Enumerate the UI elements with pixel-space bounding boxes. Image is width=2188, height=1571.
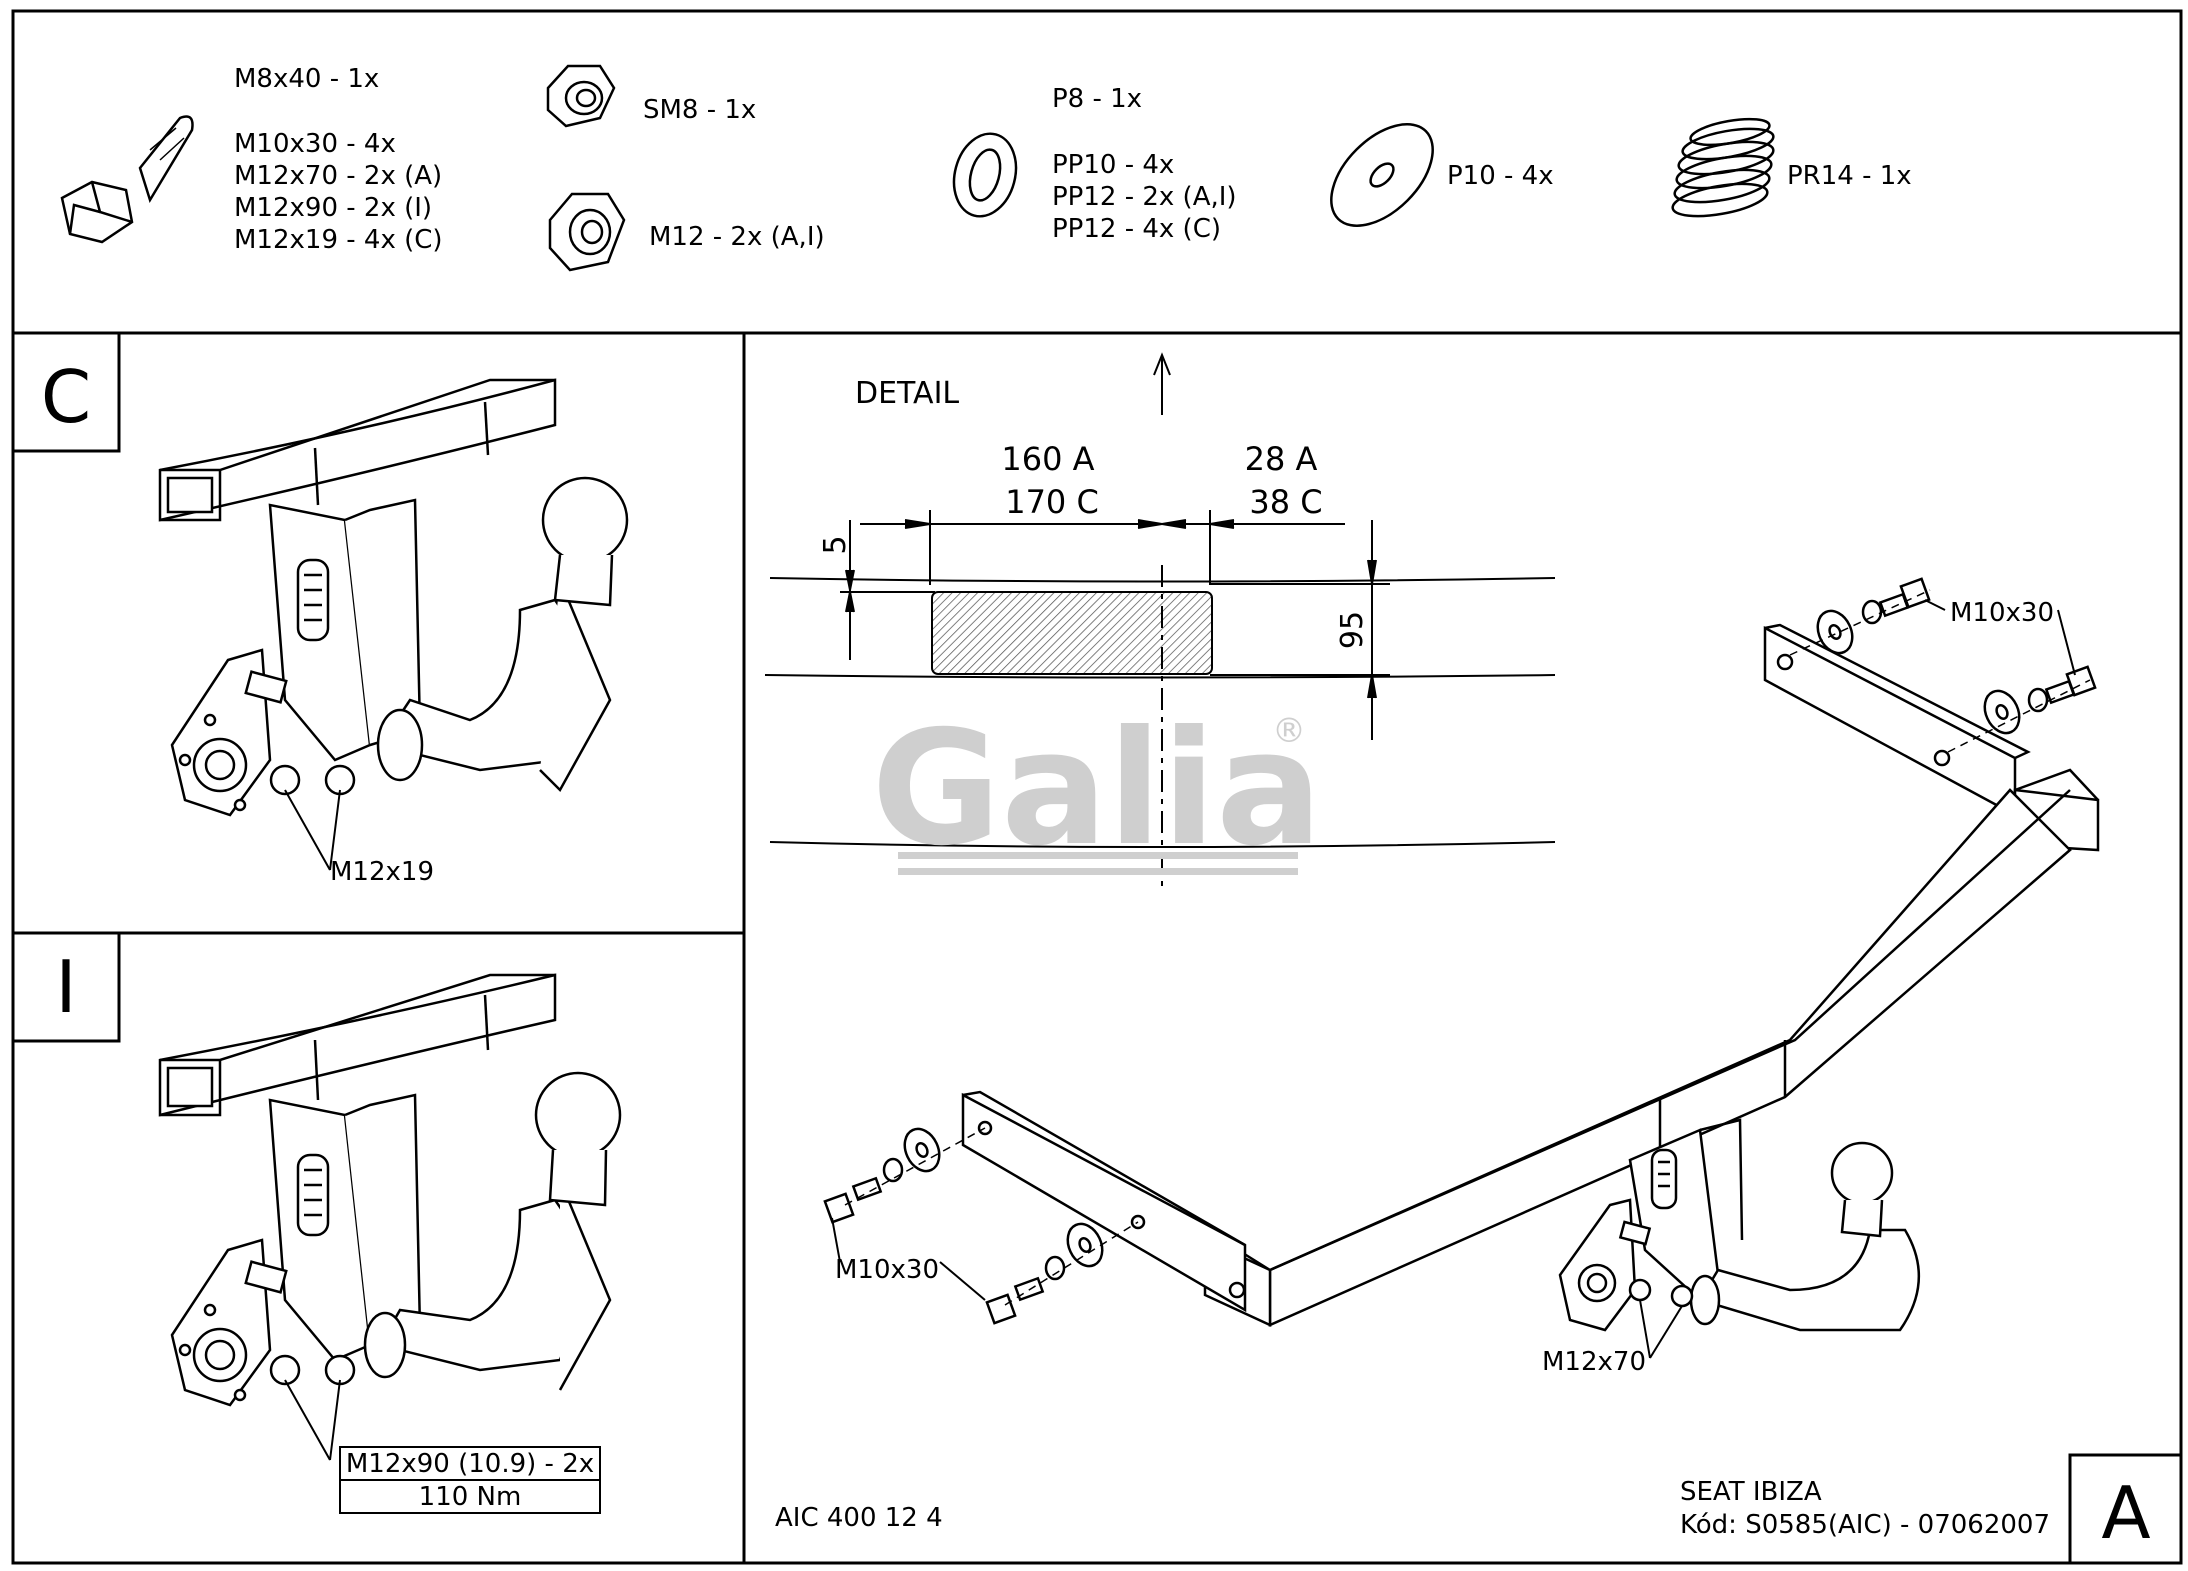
panel-c-callout-m12x19: M12x19 [330,857,434,887]
towbar-c-illustration [158,378,629,817]
detail-dim-28a: 28 A [1245,440,1318,478]
parts-washer-p10: P10 - 4x [1447,161,1554,191]
drawing-kod: Kód: S0585(AIC) - 07062007 [1680,1510,2050,1540]
detail-title: DETAIL [855,376,959,411]
drawing-code: AIC 400 12 4 [775,1503,943,1533]
spring-pr14-icon [1671,117,1775,218]
drawing-frame [11,9,2183,1565]
detail-dim-160a: 160 A [1001,440,1094,478]
parts-bolt-m12x70: M12x70 - 2x (A) [234,161,442,191]
parts-washer-pp12-c: PP12 - 4x (C) [1052,214,1221,244]
detail-dim-5: 5 [818,535,853,554]
washer-p10-icon [1330,123,1434,227]
panel-i-callout-m12x90: M12x90 (10.9) - 2x [346,1449,594,1479]
washer-pp-icon [952,132,1018,218]
detail-dim-95: 95 [1335,611,1370,649]
parts-nut-sm8: SM8 - 1x [643,95,756,125]
main-callout-m10x30-left: M10x30 [835,1255,939,1285]
detail-bumper-lines [764,577,1556,848]
panel-a-letter-box [2068,1453,2183,1565]
detail-view: DETAIL 160 A 170 C 28 A 38 C [764,352,1556,890]
main-assembly: M10x30 M10x30 M12x70 [823,577,2100,1377]
up-arrow-icon [1153,352,1171,415]
towbar-i-illustration [158,973,622,1407]
towbar-main-illustration [823,577,2100,1332]
parts-washer-pp12-ai: PP12 - 2x (A,I) [1052,182,1237,212]
parts-bolt-m12x90: M12x90 - 2x (I) [234,193,432,223]
panel-i: I [11,931,622,1514]
detail-dimension-lines [840,510,1390,740]
parts-list: M8x40 - 1x M10x30 - 4x M12x70 - 2x (A) M… [60,64,1912,272]
detail-dim-38c: 38 C [1249,483,1322,521]
vehicle-name: SEAT IBIZA [1680,1477,1822,1507]
detail-hatched-plate [931,591,1213,675]
assembly-dashed-lines [844,589,2091,1306]
parts-spring-pr14: PR14 - 1x [1787,161,1912,191]
parts-bolt-m12x19: M12x19 - 4x (C) [234,225,443,255]
panel-a-letter: A [2101,1471,2150,1555]
panel-c-letter: C [41,355,91,439]
parts-bolt-m8x40: M8x40 - 1x [234,64,379,94]
watermark-underline-2 [898,868,1298,875]
bolt-icon [60,115,194,244]
panel-i-letter-box [11,931,121,1043]
parts-washer-p8: P8 - 1x [1052,84,1142,114]
panel-c-callout-leaders [284,789,341,871]
panel-i-torque: 110 Nm [419,1482,522,1512]
galia-watermark: Galia ® [871,697,1322,881]
watermark-registered: ® [1272,711,1306,751]
panel-c: C [11,331,629,887]
panel-i-callout-leaders [284,1379,341,1461]
nut-m12-icon [548,192,626,272]
nut-sm8-icon [546,64,616,128]
main-callout-m12x70: M12x70 [1542,1347,1646,1377]
main-callout-m10x30-top: M10x30 [1950,598,2054,628]
main-callout-leaders [831,599,2076,1359]
parts-nut-m12: M12 - 2x (A,I) [649,222,825,252]
parts-bolt-m10x30: M10x30 - 4x [234,129,396,159]
watermark-logo-text: Galia [871,697,1322,881]
panel-c-letter-box [11,331,121,453]
watermark-underline-1 [898,852,1298,859]
panel-i-letter: I [55,945,76,1029]
parts-washer-pp10: PP10 - 4x [1052,150,1174,180]
detail-dim-170c: 170 C [1005,483,1099,521]
